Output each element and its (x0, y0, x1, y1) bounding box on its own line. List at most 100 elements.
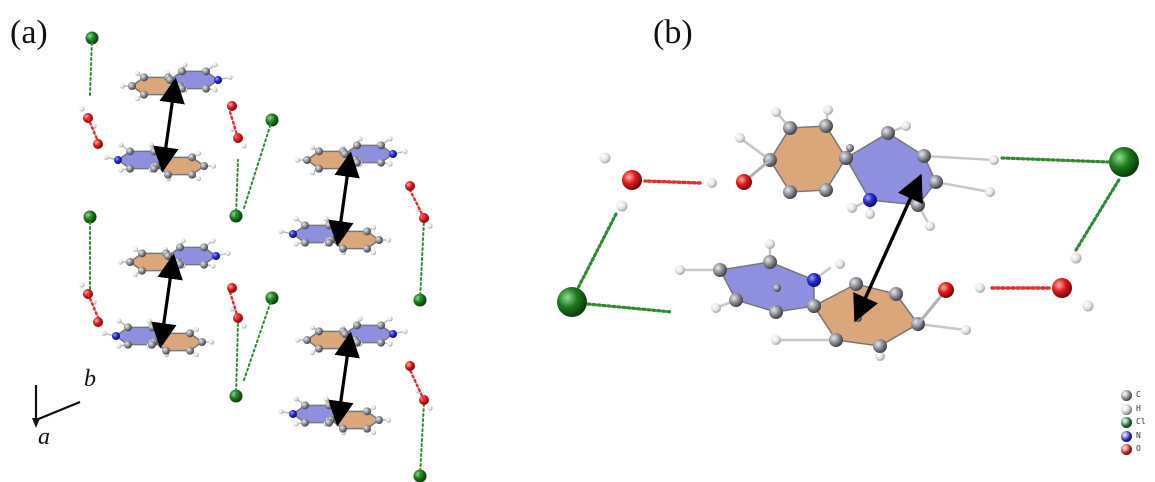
h-atom (117, 259, 124, 265)
stacking-arrow (328, 151, 360, 247)
c-atom (176, 260, 184, 269)
h-atom (132, 246, 139, 253)
c-atom (375, 416, 383, 424)
c-atom (162, 346, 170, 355)
c-atom (198, 338, 206, 346)
c-atom (363, 424, 371, 433)
h-atom (357, 316, 363, 322)
c-atom (315, 147, 323, 156)
benzene-ring-upper (769, 125, 847, 193)
c-atom (339, 164, 347, 173)
c-atom (301, 418, 309, 427)
c-atom (375, 236, 383, 244)
h-atom (146, 318, 152, 324)
c-atom (176, 243, 184, 252)
axis-a-arrow (32, 418, 40, 428)
h-atom (309, 349, 316, 356)
legend-label: H (1136, 403, 1141, 413)
h-atom (210, 238, 216, 244)
h-atom (118, 167, 124, 173)
water-chloride-network (79, 31, 433, 482)
c-atom (889, 287, 903, 301)
c-atom (763, 255, 777, 269)
hydrogen-bond (235, 321, 239, 397)
c-atom (353, 321, 361, 330)
c-atom (917, 149, 931, 163)
o-atom (227, 101, 237, 111)
c-atom (339, 344, 347, 353)
legend-ball-o (1121, 444, 1132, 456)
h-atom (370, 224, 377, 231)
axis-indicator (32, 385, 81, 428)
h-atom (1082, 300, 1094, 312)
h-atom (229, 306, 235, 312)
h-atom (835, 259, 845, 269)
n-atom (112, 332, 120, 340)
c-atom (769, 305, 783, 319)
h-atom (402, 328, 408, 334)
c-atom (363, 244, 371, 253)
c-atom (301, 238, 309, 247)
c-atom (128, 82, 136, 90)
cl-atom (1109, 147, 1139, 177)
legend-item-cl: Cl (1121, 415, 1153, 429)
h-atom (711, 303, 721, 313)
c-atom (325, 221, 333, 230)
c-atom (325, 418, 333, 427)
hydrogen-bond (643, 179, 702, 185)
c-atom (148, 323, 156, 332)
h-atom (193, 351, 200, 358)
h-atom (79, 106, 85, 112)
axis-b-line (35, 400, 81, 422)
h-atom (293, 241, 299, 247)
panel-a-label: (a) (10, 14, 48, 51)
c-atom (341, 150, 349, 158)
n-atom (807, 273, 821, 287)
o-atom (405, 181, 415, 191)
h-atom (387, 161, 393, 167)
n-atom (289, 410, 297, 418)
c-atom (303, 336, 311, 344)
h-atom (103, 154, 109, 160)
cl-atom (557, 287, 587, 317)
c-atom (148, 340, 156, 349)
o-atom (736, 174, 752, 190)
h-atom (309, 144, 316, 151)
c-atom (150, 164, 158, 173)
h-atom (132, 271, 139, 278)
hydrogen-bond (586, 302, 674, 314)
h-atom (427, 405, 433, 411)
c-atom (162, 266, 170, 275)
c-atom (325, 401, 333, 410)
dimer-detail (557, 105, 1139, 361)
axis-b-label: b (84, 366, 96, 392)
h-atom (370, 404, 377, 411)
c-atom (325, 238, 333, 247)
h-atom (212, 62, 218, 68)
c-atom (315, 164, 323, 173)
o-atom (93, 139, 103, 149)
h-atom (771, 335, 781, 345)
o-atom (405, 361, 415, 371)
h-atom (387, 341, 393, 347)
h-atom (309, 169, 316, 176)
n-atom (114, 156, 122, 164)
h-atom (385, 417, 392, 423)
c-atom (166, 76, 174, 84)
o-atom (227, 283, 237, 293)
c-atom (783, 185, 797, 199)
legend-label: N (1136, 430, 1141, 440)
n-atom (389, 150, 397, 158)
c-atom (829, 333, 843, 347)
c-atom (377, 338, 385, 347)
h-atom (116, 343, 122, 349)
c-atom (353, 338, 361, 347)
h-atom (1070, 252, 1082, 264)
n-atom (863, 193, 877, 207)
n-atom (212, 252, 220, 260)
o-atom (93, 317, 103, 327)
h-atom (134, 70, 141, 77)
c-atom (186, 329, 194, 338)
c-atom (164, 90, 172, 99)
legend-item-h: H (1121, 402, 1153, 416)
